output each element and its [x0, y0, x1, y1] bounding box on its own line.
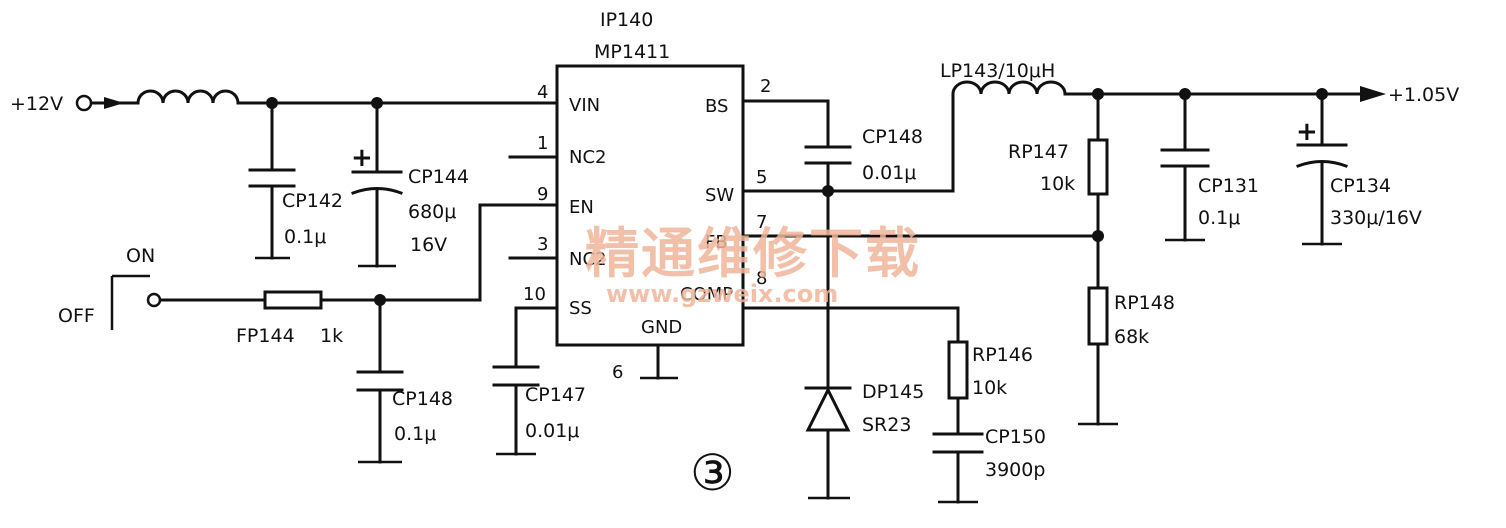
switch-off-label: OFF	[58, 305, 95, 327]
svg-text:CP144: CP144	[408, 166, 469, 188]
svg-text:68k: 68k	[1114, 326, 1149, 348]
input-inductor	[136, 89, 240, 105]
svg-text:FP144: FP144	[236, 325, 295, 347]
svg-text:NC2: NC2	[569, 147, 607, 168]
svg-text:COMP: COMP	[680, 284, 733, 305]
svg-text:CP148: CP148	[862, 126, 923, 148]
junction-dot	[374, 294, 386, 306]
svg-text:3: 3	[537, 234, 548, 255]
watermark-text: 精通维修下载	[585, 222, 921, 285]
ic-ref: IP140	[600, 9, 653, 31]
ic-mp1411: IP140 MP1411 4 VIN 1 NC2 9 EN 3 NC2 10 S…	[523, 9, 771, 383]
svg-text:0.01μ: 0.01μ	[525, 420, 579, 442]
resistor-rp147: RP147 10k	[1008, 138, 1109, 196]
svg-text:RP147: RP147	[1008, 141, 1069, 163]
capacitor-cp142: CP142 0.1μ	[248, 168, 343, 248]
svg-text:RP146: RP146	[972, 344, 1033, 366]
svg-text:CP134: CP134	[1330, 175, 1391, 197]
svg-text:5: 5	[756, 167, 767, 188]
svg-text:10k: 10k	[972, 377, 1007, 399]
svg-text:RP148: RP148	[1114, 292, 1175, 314]
svg-text:CP131: CP131	[1198, 175, 1259, 197]
input-terminal: +12V	[10, 93, 124, 115]
svg-text:0.1μ: 0.1μ	[394, 423, 436, 445]
svg-text:0.1μ: 0.1μ	[284, 226, 326, 248]
svg-text:SS: SS	[569, 298, 592, 319]
svg-text:CP142: CP142	[282, 190, 343, 212]
svg-text:+: +	[351, 143, 373, 173]
svg-text:CP148: CP148	[392, 388, 453, 410]
svg-text:3900p: 3900p	[985, 459, 1045, 481]
resistor-rp148: RP148 68k	[1087, 286, 1175, 348]
svg-text:0.1μ: 0.1μ	[1198, 207, 1240, 229]
capacitor-cp134: + CP134 330μ/16V	[1296, 117, 1422, 229]
svg-text:CP150: CP150	[985, 426, 1046, 448]
ic-part: MP1411	[594, 41, 670, 63]
junctions	[266, 88, 1328, 306]
svg-text:10k: 10k	[1040, 173, 1075, 195]
svg-text:680μ: 680μ	[408, 201, 456, 223]
svg-text:SR23: SR23	[862, 414, 911, 436]
svg-text:CP147: CP147	[525, 384, 586, 406]
capacitor-cp131: CP131 0.1μ	[1160, 148, 1259, 229]
wires	[90, 92, 1362, 504]
junction-dot	[266, 97, 278, 109]
svg-text:1: 1	[537, 133, 548, 154]
diode-dp145: DP145 SR23	[804, 381, 924, 436]
on-off-switch: ON OFF	[58, 245, 162, 330]
svg-text:VIN: VIN	[569, 95, 600, 116]
svg-text:GND: GND	[641, 317, 682, 338]
svg-text:16V: 16V	[410, 234, 447, 256]
junction-dot	[1316, 88, 1328, 100]
vout-net-label: +1.05V	[1388, 84, 1459, 106]
svg-text:8: 8	[756, 268, 767, 289]
capacitor-cp150: CP150 3900p	[932, 426, 1046, 481]
svg-text:FB: FB	[705, 232, 728, 253]
figure-number: ③	[690, 444, 735, 502]
svg-text:9: 9	[537, 184, 548, 205]
svg-text:2: 2	[760, 76, 771, 97]
inductor-lp143: LP143/10μH	[940, 60, 1067, 96]
capacitor-cp144: + CP144 680μ 16V	[351, 143, 469, 256]
svg-text:1k: 1k	[320, 325, 343, 347]
capacitor-cp147: CP147 0.01μ	[492, 365, 586, 442]
junction-dot	[822, 185, 834, 197]
watermark-url: www.gzweix.com	[606, 280, 838, 308]
switch-on-label: ON	[126, 245, 155, 267]
resistor-rp146: RP146 10k	[947, 340, 1033, 400]
svg-text:DP145: DP145	[862, 381, 924, 403]
svg-text:0.01μ: 0.01μ	[862, 162, 916, 184]
svg-text:330μ/16V: 330μ/16V	[1330, 207, 1422, 229]
junction-dot	[1092, 88, 1104, 100]
junction-dot	[1179, 88, 1191, 100]
svg-text:10: 10	[523, 284, 546, 305]
capacitor-cp148-en: CP148 0.1μ	[356, 370, 453, 445]
junction-dot	[371, 97, 383, 109]
capacitor-cp148-bs: CP148 0.01μ	[804, 126, 923, 184]
svg-text:LP143/10μH: LP143/10μH	[940, 60, 1055, 82]
vin-net-label: +12V	[10, 93, 63, 115]
svg-text:+: +	[1296, 117, 1318, 147]
svg-text:SW: SW	[705, 185, 734, 206]
svg-text:NC2: NC2	[569, 249, 607, 270]
svg-text:4: 4	[537, 82, 548, 103]
junction-dot	[1092, 230, 1104, 242]
svg-text:6: 6	[612, 362, 623, 383]
svg-text:7: 7	[756, 212, 767, 233]
output-terminal: +1.05V	[1360, 84, 1459, 106]
svg-text:BS: BS	[705, 96, 728, 117]
resistor-fp144: FP144 1k	[236, 290, 343, 347]
svg-text:EN: EN	[569, 197, 594, 218]
